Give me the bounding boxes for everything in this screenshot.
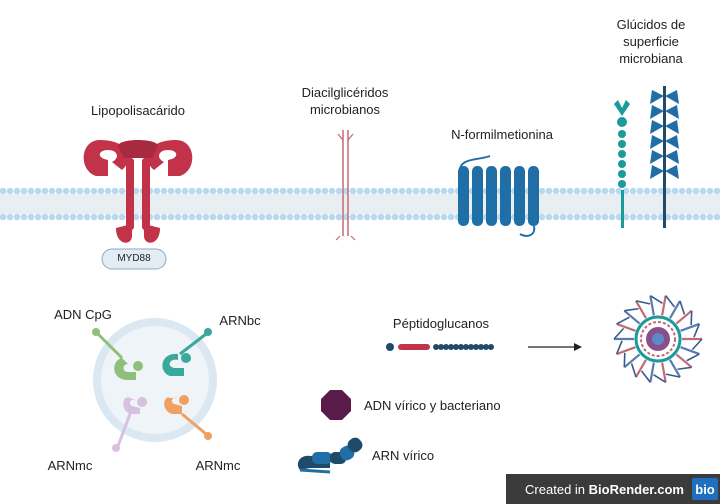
lps-label: Lipopolisacárido (91, 103, 185, 118)
lps-receptor (83, 140, 193, 270)
biorender-credit[interactable]: Created in BioRender.com bio (506, 474, 720, 504)
diacylglyceride-molecule (335, 130, 356, 241)
cell-membrane (0, 187, 720, 221)
viral-rna-icon (297, 437, 363, 474)
fpr-receptor (458, 155, 539, 237)
arnmc-right-label: ARNmc (195, 458, 241, 473)
glycan-label-line1: Glúcidos de (616, 17, 686, 32)
arrow (528, 343, 582, 351)
fmet-label: N-formilmetionina (451, 127, 553, 142)
myd88-label: MYD88 (117, 253, 151, 264)
endosome (93, 318, 217, 442)
cpg-label: ADN CpG (54, 307, 112, 322)
arnmc-left-label: ARNmc (47, 458, 93, 473)
credit-text: Created in BioRender.com (525, 481, 684, 497)
peptidoglycan-chain (386, 343, 494, 351)
glycan-label-line3: microbiana (619, 51, 683, 66)
diacyl-label-line2: microbianos (309, 102, 381, 117)
ssrna-receptor-left (112, 397, 147, 452)
peptidoglycan-mesh (613, 294, 703, 384)
cpg-receptor (92, 328, 143, 380)
biorender-logo-icon: bio (692, 478, 718, 500)
ssrna-receptor-right (164, 395, 212, 440)
peptidoglycan-label: Péptidoglucanos (392, 316, 490, 331)
diacyl-label-line1: Diacilglicéridos (301, 85, 389, 100)
viral-dna-icon (321, 390, 351, 420)
glycan-receptor-teal (614, 100, 630, 228)
glycan-label-line2: superficie (623, 34, 679, 49)
viral-rna-label: ARN vírico (372, 448, 435, 463)
glycan-receptor-blue (650, 86, 679, 228)
arnbc-label: ARNbc (219, 313, 261, 328)
viral-dna-label: ADN vírico y bacteriano (364, 398, 501, 413)
dsrna-receptor (162, 328, 212, 376)
